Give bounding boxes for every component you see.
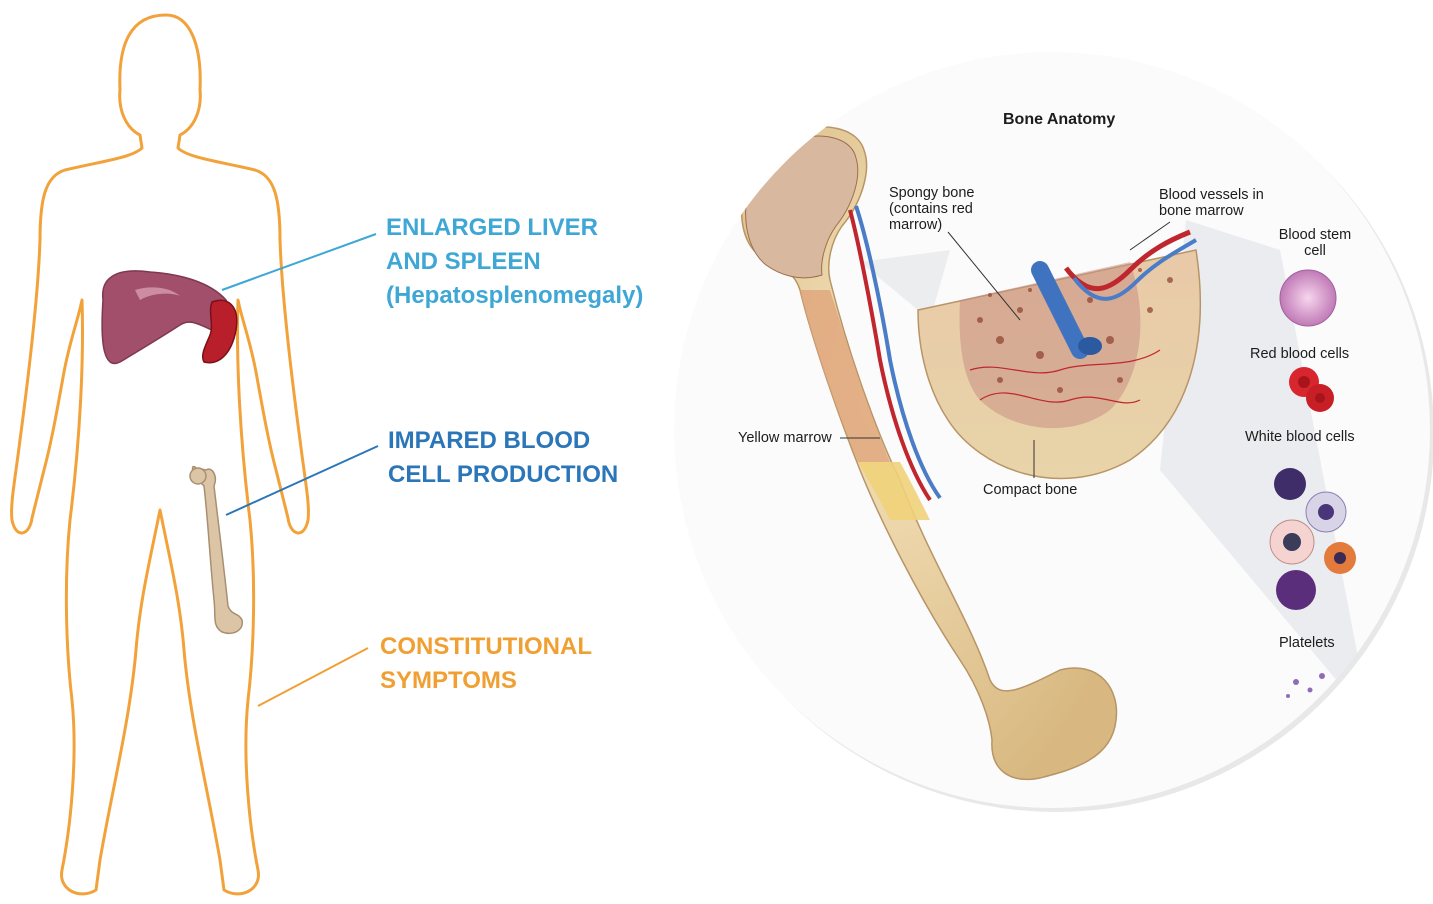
- label-stem-line-2: cell: [1262, 243, 1368, 259]
- leader-liver: [222, 234, 376, 290]
- callout-const-line-2: SYMPTOMS: [380, 664, 592, 698]
- label-spongy-line-1: Spongy bone: [889, 185, 974, 201]
- label-spongy-line-2: (contains red: [889, 201, 974, 217]
- label-spongy-line-3: marrow): [889, 217, 974, 233]
- label-vessels-line-1: Blood vessels in: [1159, 187, 1264, 203]
- callout-liver-line-3: (Hepatosplenomegaly): [386, 279, 643, 313]
- callout-liver-line-2: AND SPLEEN: [386, 245, 643, 279]
- callout-blood-production: IMPARED BLOOD CELL PRODUCTION: [388, 424, 618, 492]
- callout-liver-spleen: ENLARGED LIVER AND SPLEEN (Hepatosplenom…: [386, 211, 643, 313]
- label-vessels-line-2: bone marrow: [1159, 203, 1264, 219]
- label-compact-bone: Compact bone: [983, 482, 1077, 498]
- label-platelets: Platelets: [1279, 635, 1335, 651]
- femur-small: [190, 467, 242, 634]
- callout-liver-line-1: ENLARGED LIVER: [386, 211, 643, 245]
- bone-anatomy-title: Bone Anatomy: [1003, 112, 1115, 128]
- label-blood-stem-cell: Blood stem cell: [1262, 227, 1368, 259]
- callout-const-line-1: CONSTITUTIONAL: [380, 630, 592, 664]
- label-blood-vessels: Blood vessels in bone marrow: [1159, 187, 1264, 219]
- label-white-blood-cells: White blood cells: [1245, 429, 1355, 445]
- label-stem-line-1: Blood stem: [1262, 227, 1368, 243]
- label-red-blood-cells: Red blood cells: [1250, 346, 1349, 362]
- body-outline: [12, 15, 309, 894]
- callout-constitutional: CONSTITUTIONAL SYMPTOMS: [380, 630, 592, 698]
- label-yellow-marrow: Yellow marrow: [738, 430, 832, 446]
- callout-blood-line-1: IMPARED BLOOD: [388, 424, 618, 458]
- leader-constitutional: [258, 648, 368, 706]
- label-spongy-bone: Spongy bone (contains red marrow): [889, 185, 974, 233]
- callout-blood-line-2: CELL PRODUCTION: [388, 458, 618, 492]
- blood-stem-cell: [1280, 270, 1336, 326]
